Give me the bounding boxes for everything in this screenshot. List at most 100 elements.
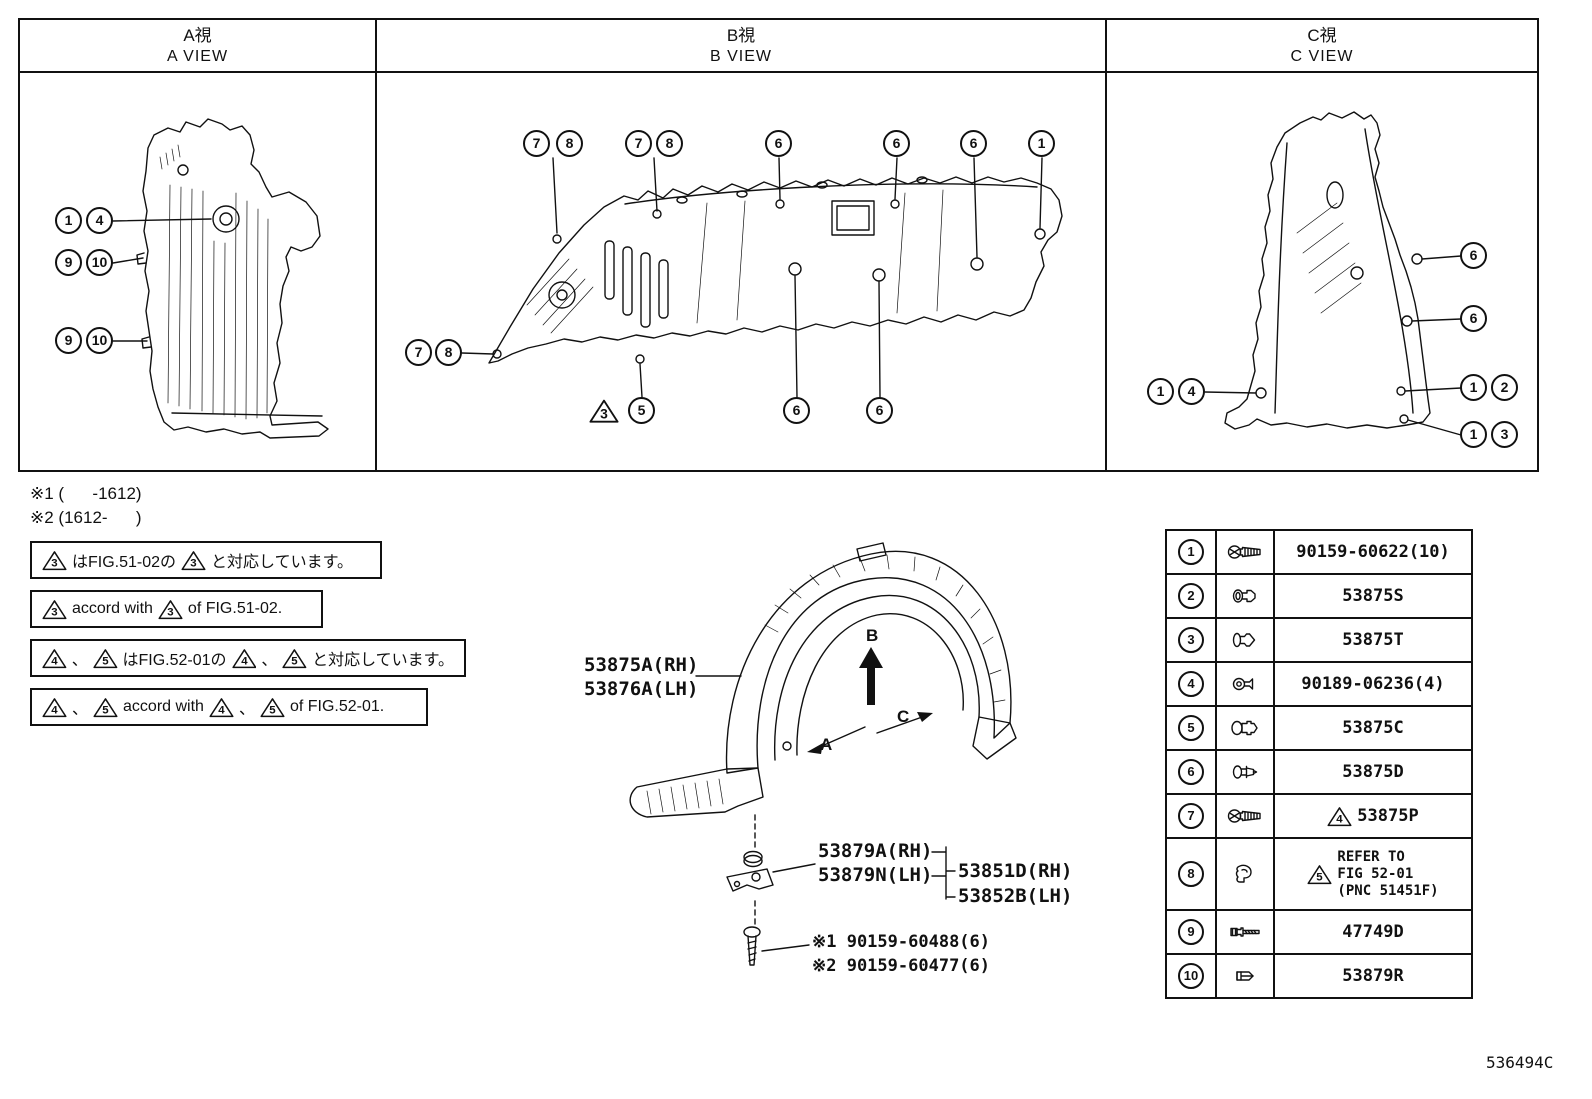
- push-clip-icon: [1232, 632, 1256, 648]
- note-text: と対応しています。: [312, 652, 454, 669]
- note-text: はFIG.51-02の: [72, 554, 177, 571]
- svg-text:4: 4: [51, 704, 58, 716]
- table-row: 6 53875D: [1167, 751, 1471, 795]
- callout: 8: [1178, 861, 1204, 887]
- svg-text:3: 3: [51, 557, 57, 569]
- callout: 4: [1178, 378, 1205, 405]
- callout: 3: [1491, 421, 1518, 448]
- svg-text:4: 4: [51, 655, 58, 667]
- callout: 10: [1178, 963, 1204, 989]
- callout: 6: [765, 130, 792, 157]
- callout: 7: [625, 130, 652, 157]
- note-text: accord with: [123, 698, 204, 715]
- triangle-marker: 4: [42, 697, 67, 717]
- callout: 1: [1028, 130, 1055, 157]
- callout: 1: [1460, 374, 1487, 401]
- svg-text:4: 4: [241, 655, 248, 667]
- view-b-title-jp: B視: [726, 26, 756, 45]
- views-table: A視 A VIEW: [18, 18, 1539, 472]
- callout: 2: [1491, 374, 1518, 401]
- callout: 7: [1178, 803, 1204, 829]
- note-text: 、: [238, 701, 255, 718]
- svg-text:5: 5: [1317, 871, 1324, 883]
- revision-note-2: ※2 (1612- ): [30, 508, 142, 527]
- b-view-drawing: [461, 157, 1063, 398]
- hook-clip-icon: [1235, 864, 1252, 883]
- svg-text:3: 3: [600, 406, 608, 422]
- callout: 8: [656, 130, 683, 157]
- callout: 10: [86, 327, 113, 354]
- view-a-header: A視 A VIEW: [20, 20, 375, 73]
- note-text: of FIG.51-02.: [187, 600, 283, 617]
- callout: 10: [86, 249, 113, 276]
- part-label-mudguard-rh: 53851D(RH): [958, 860, 1073, 882]
- table-row: 2 53875S: [1167, 575, 1471, 619]
- pin-clip-icon: [1232, 677, 1254, 691]
- svg-text:3: 3: [190, 557, 196, 569]
- triangle-marker: 4: [209, 697, 234, 717]
- note-box-jp-1: 3 はFIG.51-02の 3 と対応しています。: [30, 541, 382, 579]
- screw-icon: [1227, 809, 1261, 823]
- table-row: 7 4 53875P: [1167, 795, 1471, 839]
- note-text: of FIG.52-01.: [289, 698, 385, 715]
- snap-clip-icon: [1232, 765, 1258, 779]
- direction-label-b: B: [866, 626, 879, 645]
- part-number: 53875S: [1342, 586, 1404, 606]
- callout: 6: [866, 397, 893, 424]
- callout: 6: [1460, 242, 1487, 269]
- svg-text:5: 5: [102, 704, 109, 716]
- nut-clip-icon: [1236, 971, 1254, 981]
- triangle-marker: 5: [260, 697, 285, 717]
- triangle-marker: 3: [158, 599, 183, 619]
- table-row: 10 53879R: [1167, 955, 1471, 997]
- callout: 4: [1178, 671, 1204, 697]
- note-text: 、: [72, 701, 89, 718]
- callout: 1: [1178, 539, 1204, 565]
- note-text: accord with: [72, 600, 153, 617]
- view-c-header: C視 C VIEW: [1107, 20, 1537, 73]
- view-a-title-en: A VIEW: [166, 48, 229, 65]
- screw-icon: [1227, 545, 1261, 559]
- view-b-header: B視 B VIEW: [377, 20, 1105, 73]
- view-b-body: 7 8 7 8 6 6 6 1 7 8 3 5 6 6: [377, 73, 1105, 470]
- callout: 6: [1178, 759, 1204, 785]
- direction-label-a: A: [820, 735, 833, 754]
- parts-table: 1 90159-60622(10) 2 53875S 3 53875T 4 90…: [1165, 529, 1473, 999]
- svg-text:3: 3: [167, 606, 173, 618]
- callout: 1: [1147, 378, 1174, 405]
- part-number: 53875D: [1342, 762, 1404, 782]
- callout: 1: [1460, 421, 1487, 448]
- note-box-en-2: 4 、 5 accord with 4 、 5 of FIG.52-01.: [30, 688, 428, 726]
- triangle-marker: 3: [589, 399, 619, 423]
- part-label-fastener-2: ※2 90159-60477(6): [812, 956, 991, 976]
- callout: 9: [55, 327, 82, 354]
- callout: 5: [1178, 715, 1204, 741]
- triangle-marker: 3: [42, 599, 67, 619]
- view-c-panel: C視 C VIEW: [1107, 20, 1537, 470]
- direction-label-c: C: [897, 707, 910, 726]
- callout: 7: [405, 339, 432, 366]
- view-b-title-en: B VIEW: [709, 48, 772, 65]
- svg-text:4: 4: [218, 704, 225, 716]
- grommet-clip-icon: [1231, 720, 1258, 736]
- callout: 3: [1178, 627, 1204, 653]
- part-reference-text: REFER TO FIG 52-01 (PNC 51451F): [1337, 848, 1439, 899]
- part-label-liner-rh: 53875A(RH): [584, 654, 699, 676]
- c-view-drawing: [1204, 111, 1462, 436]
- table-row: 8 5 REFER TO FIG 52-01 (PNC 51451F): [1167, 839, 1471, 911]
- triangle-marker: 5: [93, 697, 118, 717]
- note-text: 、: [71, 652, 88, 669]
- part-number: 47749D: [1342, 922, 1404, 942]
- view-b-panel: B視 B VIEW: [377, 20, 1107, 470]
- svg-text:4: 4: [1337, 813, 1344, 825]
- rivet-clip-icon: [1232, 589, 1256, 603]
- part-number: 90189-06236(4): [1301, 674, 1445, 694]
- triangle-marker: 4: [42, 648, 67, 668]
- callout: 1: [55, 207, 82, 234]
- fender-liner-illustration: [629, 542, 1017, 966]
- part-number: 53875T: [1342, 630, 1404, 650]
- a-view-drawing: [112, 118, 329, 439]
- callout: 9: [55, 249, 82, 276]
- callout: 8: [435, 339, 462, 366]
